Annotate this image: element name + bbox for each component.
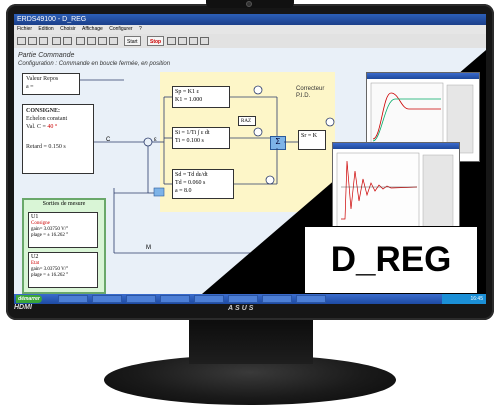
measure-icon[interactable] bbox=[189, 37, 198, 45]
webcam-lens-icon bbox=[246, 1, 252, 7]
taskbar-item-7[interactable] bbox=[262, 295, 292, 303]
zoom-icon[interactable] bbox=[178, 37, 187, 45]
system-tray: 16:45 bbox=[442, 294, 486, 304]
u2-title: U2 bbox=[31, 254, 39, 260]
u1-output-box[interactable]: U1 Consigne gain= 3.03750 V/° plage = ± … bbox=[28, 212, 98, 248]
window-titlebar: ERDS49100 - D_REG bbox=[14, 14, 486, 25]
response-plot-2 bbox=[336, 152, 454, 228]
k1-value: K1 = 1.000 bbox=[175, 97, 203, 103]
new-file-icon[interactable] bbox=[17, 37, 26, 45]
u2-name: Etat bbox=[31, 261, 40, 266]
menu-affichage[interactable]: Affichage bbox=[82, 26, 103, 32]
sorties-mesure-panel: Sorties de mesure U1 Consigne gain= 3.03… bbox=[22, 198, 106, 294]
sr-block[interactable]: Sr = K bbox=[298, 130, 326, 150]
taskbar-item-5[interactable] bbox=[194, 295, 224, 303]
partie-label: Partie Commande bbox=[18, 52, 75, 59]
sd-formula: Sd = Td dε/dt bbox=[175, 172, 208, 178]
print-icon[interactable] bbox=[52, 37, 61, 45]
retard-value: Retard = 0.150 s bbox=[26, 144, 66, 150]
valeur-repos-label: Valeur Repos bbox=[26, 76, 59, 82]
a-value: a = 8.0 bbox=[175, 188, 192, 194]
proportional-block[interactable]: Sp = K1 ε K1 = 1.000 bbox=[172, 86, 230, 108]
plot-window-2-titlebar bbox=[333, 143, 459, 149]
configuration-label: Configuration : Commande en boucle fermé… bbox=[18, 61, 171, 67]
chart-icon[interactable] bbox=[109, 37, 118, 45]
menu-fichier[interactable]: Fichier bbox=[17, 26, 33, 32]
ti-value: Ti = 0.100 s bbox=[175, 138, 204, 144]
taskbar-item-8[interactable] bbox=[296, 295, 326, 303]
config-icon[interactable] bbox=[87, 37, 96, 45]
m-label: M bbox=[146, 245, 151, 251]
consigne-type: Echelon constant bbox=[26, 116, 68, 122]
u2-output-box[interactable]: U2 Etat gain= 3.03750 V/° plage = ± 16.2… bbox=[28, 252, 98, 288]
start-menu-button[interactable]: démarrer bbox=[16, 295, 42, 303]
response-plot-window-2[interactable] bbox=[332, 142, 460, 234]
product-label: D_REG bbox=[330, 240, 452, 279]
taskbar-item-2[interactable] bbox=[92, 295, 122, 303]
integral-block[interactable]: Si = 1/Ti ∫ ε dt Ti = 0.100 s bbox=[172, 127, 230, 149]
consigne-val-label: Val. C = bbox=[26, 124, 46, 130]
taskbar-item-1[interactable] bbox=[58, 295, 88, 303]
taskbar-item-4[interactable] bbox=[160, 295, 190, 303]
valeur-repos-value: a = bbox=[26, 84, 34, 90]
menu-help[interactable]: ? bbox=[138, 26, 142, 32]
u1-name: Consigne bbox=[31, 221, 50, 226]
u2-gain: gain= 3.03750 V/° bbox=[31, 267, 69, 272]
webcam bbox=[206, 0, 294, 8]
stop-button[interactable]: Stop bbox=[147, 36, 165, 46]
grid-icon[interactable] bbox=[167, 37, 176, 45]
product-label-box: D_REG bbox=[304, 226, 478, 294]
correcteur-line2: P.I.D. bbox=[296, 93, 311, 99]
info-icon[interactable] bbox=[200, 37, 209, 45]
sorties-title: Sorties de mesure bbox=[42, 201, 86, 207]
taskbar-item-6[interactable] bbox=[228, 295, 258, 303]
sum-c-label: C bbox=[106, 137, 111, 143]
u1-plage: plage = ± 16.262 ° bbox=[31, 233, 69, 238]
menu-edition[interactable]: Edition bbox=[38, 26, 54, 32]
raz-button[interactable]: RAZ bbox=[238, 116, 256, 126]
u1-gain: gain= 3.03750 V/° bbox=[31, 227, 69, 232]
schema-icon[interactable] bbox=[98, 37, 107, 45]
u2-plage: plage = ± 16.262 ° bbox=[31, 273, 69, 278]
open-folder-icon[interactable] bbox=[28, 37, 37, 45]
copy-icon[interactable] bbox=[63, 37, 72, 45]
menu-choisir[interactable]: Choisir bbox=[60, 26, 76, 32]
sp-formula: Sp = K1 ε bbox=[175, 89, 200, 95]
retard-block[interactable] bbox=[153, 187, 165, 197]
valeur-repos-box[interactable]: Valeur Repos a = bbox=[22, 73, 80, 95]
monitor-stand bbox=[189, 320, 313, 364]
taskbar: démarrer 16:45 bbox=[14, 294, 486, 304]
u1-title: U1 bbox=[31, 214, 39, 220]
sum-epsilon-label: ε bbox=[154, 137, 157, 143]
hdmi-logo: HDMI bbox=[14, 304, 32, 311]
consigne-value: 40 ° bbox=[47, 124, 58, 130]
pid-sum-block: Σ bbox=[270, 136, 286, 150]
save-icon[interactable] bbox=[39, 37, 48, 45]
menu-configurer[interactable]: Configurer bbox=[109, 26, 133, 32]
response-plot-window-1[interactable] bbox=[366, 72, 480, 162]
correcteur-label: Correcteur P.I.D. bbox=[296, 86, 324, 100]
taskbar-clock: 16:45 bbox=[470, 296, 483, 302]
consigne-title: CONSIGNE: bbox=[26, 108, 61, 114]
td-value: Td = 0.060 s bbox=[175, 180, 206, 186]
settings-icon[interactable] bbox=[76, 37, 85, 45]
window-title: ERDS49100 - D_REG bbox=[17, 16, 87, 23]
monitor-screen: ERDS49100 - D_REG Fichier Edition Choisi… bbox=[14, 14, 486, 304]
response-plot-1 bbox=[370, 82, 474, 154]
consigne-box[interactable]: CONSIGNE: Echelon constant Val. C = 40 °… bbox=[22, 104, 94, 174]
taskbar-item-3[interactable] bbox=[126, 295, 156, 303]
asus-logo: ASUS bbox=[228, 305, 256, 312]
derivative-block[interactable]: Sd = Td dε/dt Td = 0.060 s a = 8.0 bbox=[172, 169, 234, 199]
correcteur-line1: Correcteur bbox=[296, 86, 325, 92]
menu-bar: Fichier Edition Choisir Affichage Config… bbox=[14, 25, 486, 34]
si-formula: Si = 1/Ti ∫ ε dt bbox=[175, 130, 210, 136]
plot-window-1-titlebar bbox=[367, 73, 479, 79]
start-button[interactable]: Start bbox=[124, 36, 141, 46]
